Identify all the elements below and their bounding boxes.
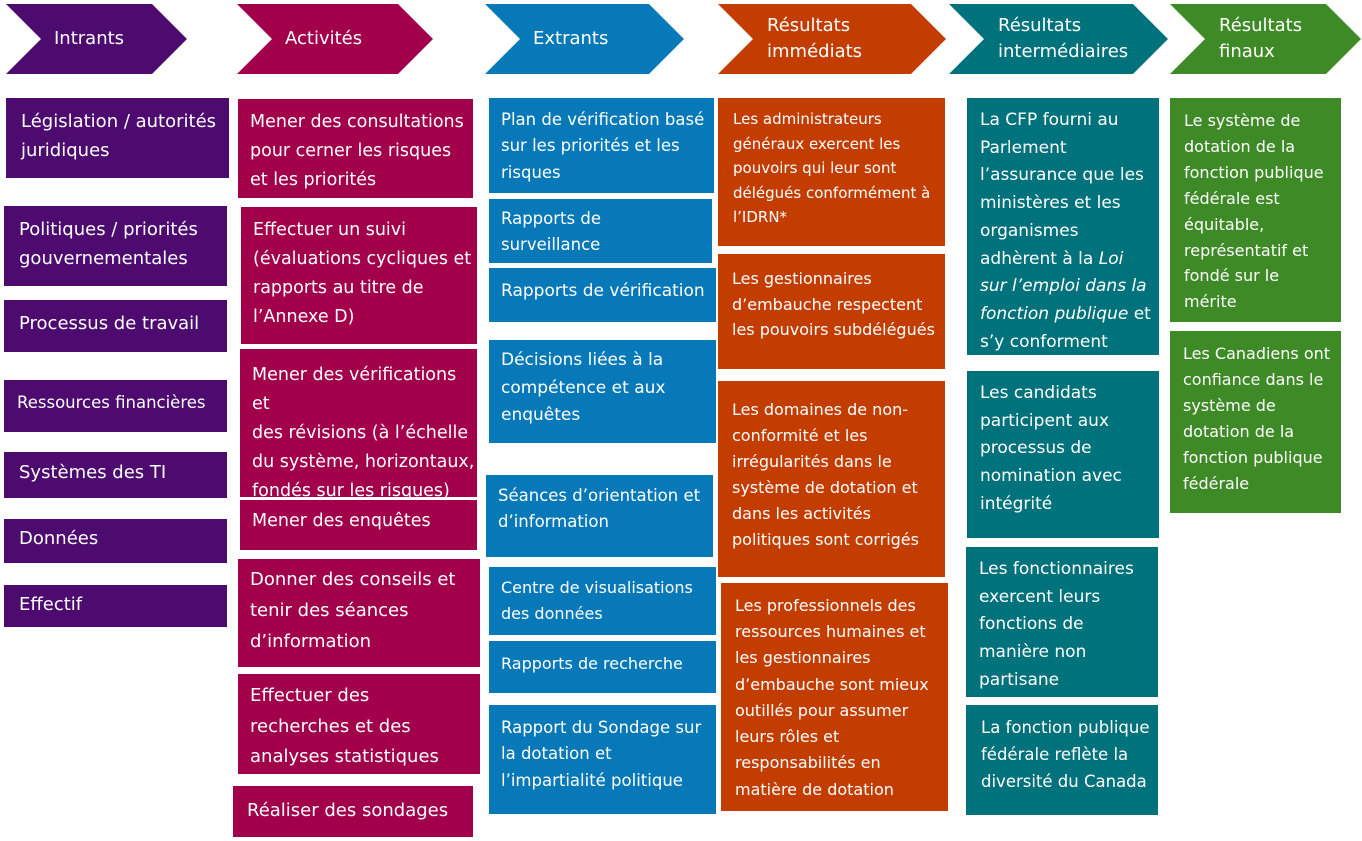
extrant-box: Rapports de vérification [489,268,716,322]
resultat-intermediaire-text: Les candidats participent aux processus … [980,383,1122,514]
chevron-shape-activites [237,4,433,74]
header-label: Activités [285,27,363,49]
header-intrants: Intrants [6,4,187,74]
chevron-shape-extrants [485,4,684,74]
activite-box: Donner des conseils et tenir des séances… [238,559,480,667]
chevron-shape-finaux [1170,4,1361,74]
intrant-box: Politiques / priorités gouvernementales [4,206,227,286]
header-intermediaires: Résultats intermédiaires [949,4,1168,74]
extrant-text: Plan de vérification basé sur les priori… [501,110,705,182]
intrant-text: Législation / autorités juridiques [21,111,217,161]
resultat-intermediaire-box: La fonction publique fédérale reflète la… [966,705,1158,815]
resultat-intermediaire-text-part: La CFP fourni au Parlement l’assurance q… [980,110,1144,269]
intrant-box: Systèmes des TI [4,452,227,498]
resultat-final-box: Les Canadiens ont confiance dans le syst… [1170,331,1341,513]
intrant-text: Processus de travail [19,313,200,334]
header-label: Résultats intermédiaires [998,14,1129,62]
intrant-text: Politiques / priorités gouvernementales [19,219,198,269]
resultat-intermediaire-text: Les fonctionnaires exercent leurs foncti… [979,559,1134,690]
resultat-immediat-text: Les domaines de non- conformité et les i… [732,400,919,550]
loi-title: Loi sur l’emploi dans la fonction publiq… [980,248,1147,324]
activite-text: Mener des enquêtes [252,511,431,531]
activite-box: Réaliser des sondages [233,786,473,837]
extrant-box: Séances d’orientation et d’information [486,475,713,557]
extrant-text: Décisions liées à la compétence et aux e… [501,350,666,426]
intrant-box: Effectif [4,585,227,627]
resultat-immediat-text: Les administrateurs généraux exercent le… [733,110,931,227]
resultat-intermediaire-box: La CFP fourni au Parlement l’assurance q… [967,98,1159,355]
activite-text: Donner des conseils et tenir des séances… [250,569,456,652]
extrant-text: Rapport du Sondage sur la dotation et l’… [501,718,702,790]
header-activites: Activités [237,4,433,74]
extrant-text: Séances d’orientation et d’information [498,486,701,532]
intrant-box: Ressources financières [4,380,227,432]
chevron-shape-intrants [6,4,187,74]
activite-text: Mener des vérifications et des révisions… [252,365,475,502]
header-label: Résultats finaux [1219,14,1303,62]
activite-text: Réaliser des sondages [247,800,449,821]
extrant-box: Rapports de surveillance [489,199,712,263]
resultat-final-text: Les Canadiens ont confiance dans le syst… [1183,344,1331,493]
resultat-final-text: Le système de dotation de la fonction pu… [1184,111,1324,312]
intrant-box: Législation / autorités juridiques [6,98,229,178]
extrant-box: Décisions liées à la compétence et aux e… [489,340,716,443]
activite-text: Mener des consultations pour cerner les … [250,112,464,191]
header-label: Résultats immédiats [767,14,863,62]
extrant-box: Centre de visualisations des données [489,567,716,635]
resultat-immediat-box: Les administrateurs généraux exercent le… [718,98,945,246]
activite-box: Mener des enquêtes [240,500,477,550]
activite-box: Effectuer des recherches et des analyses… [238,674,480,774]
extrant-box: Rapport du Sondage sur la dotation et l’… [489,705,716,814]
header-extrants: Extrants [485,4,684,74]
extrant-text: Centre de visualisations des données [501,578,693,623]
activite-text: Effectuer des recherches et des analyses… [250,685,439,768]
intrant-text: Ressources financières [17,393,206,412]
extrant-text: Rapports de recherche [501,654,683,673]
resultat-final-box: Le système de dotation de la fonction pu… [1170,98,1341,322]
resultat-intermediaire-box: Les candidats participent aux processus … [967,371,1159,538]
activite-box: Mener des consultations pour cerner les … [238,99,473,198]
intrant-box: Données [4,519,227,563]
header-finaux: Résultats finaux [1170,4,1361,74]
activite-text: Effectuer un suivi (évaluations cyclique… [253,220,472,328]
extrant-box: Rapports de recherche [489,641,716,693]
intrant-text: Systèmes des TI [19,462,167,483]
header-label: Intrants [54,27,125,49]
extrant-text: Rapports de vérification [501,281,705,301]
intrant-text: Effectif [19,594,83,615]
resultat-immediat-box: Les gestionnaires d’embauche respectent … [718,254,945,369]
chevron-shape-intermediaires [949,4,1168,74]
resultat-immediat-text: Les professionnels des ressources humain… [735,596,929,799]
intrant-text: Données [19,528,99,549]
resultat-intermediaire-text: La CFP fourni au Parlement l’assurance q… [980,107,1159,356]
header-immediats: Résultats immédiats [718,4,946,74]
resultat-immediat-text: Les gestionnaires d’embauche respectent … [732,269,935,340]
extrant-box: Plan de vérification basé sur les priori… [489,98,714,193]
header-label: Extrants [533,27,609,49]
extrant-text: Rapports de surveillance [501,209,601,255]
resultat-intermediaire-box: Les fonctionnaires exercent leurs foncti… [966,547,1158,697]
resultat-intermediaire-text: La fonction publique fédérale reflète la… [981,718,1150,792]
resultat-immediat-box: Les professionnels des ressources humain… [721,583,948,811]
chevron-shape-immediats [718,4,946,74]
activite-box: Mener des vérifications et des révisions… [240,349,477,501]
activite-box: Effectuer un suivi (évaluations cyclique… [241,207,477,344]
intrant-box: Processus de travail [4,300,227,352]
resultat-immediat-box: Les domaines de non- conformité et les i… [718,381,945,577]
resultat-intermediaire-text-part: et s’y conforment [980,303,1151,352]
